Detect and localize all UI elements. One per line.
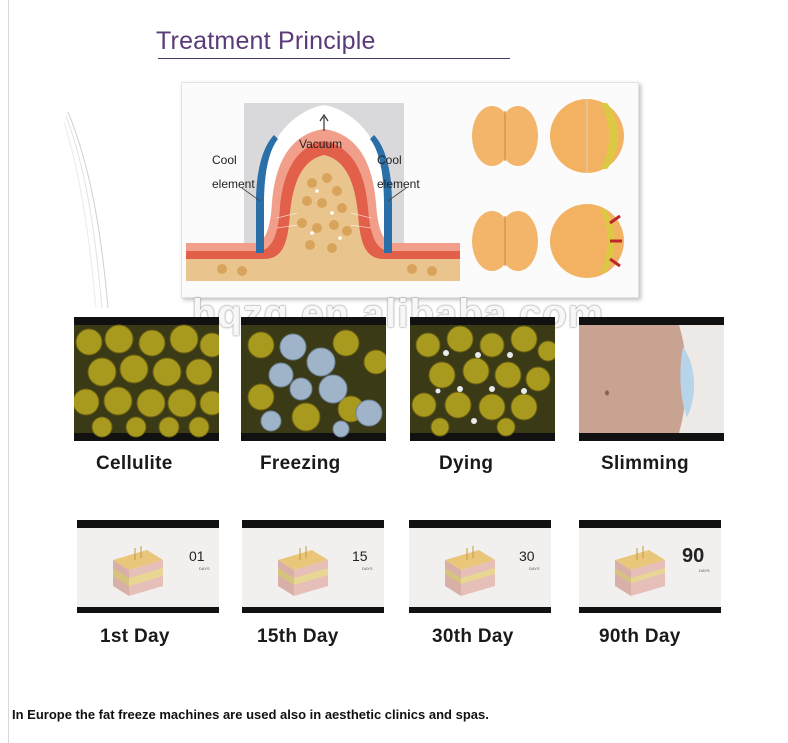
day-number: 90 [682, 545, 705, 567]
stage-image-slimming [579, 317, 724, 441]
cool-element-left-label-1: Cool [212, 153, 237, 167]
stage-label-freezing: Freezing [260, 453, 341, 474]
day-unit: DAYS [529, 566, 540, 571]
stage-label-slimming: Slimming [601, 453, 689, 474]
skin-block-icon [113, 546, 163, 596]
skin-block-icon [615, 546, 665, 596]
day-image-90: 90 DAYS [579, 520, 721, 613]
page-title: Treatment Principle [156, 27, 376, 55]
day-number: 30 [519, 548, 535, 564]
day-image-1: 01 DAYS [77, 520, 219, 613]
day-label-1: 1st Day [100, 626, 170, 647]
stage-image-freezing [241, 317, 386, 441]
page-border-line [8, 0, 9, 743]
day-unit: DAYS [199, 566, 210, 571]
day-unit: DAYS [362, 566, 373, 571]
title-underline [158, 58, 510, 59]
stage-image-cellulite [74, 317, 219, 441]
day-image-15: 15 DAYS [242, 520, 384, 613]
vacuum-label: Vacuum [299, 137, 343, 151]
treatment-diagram-panel: Vacuum Cool element Cool element [181, 82, 639, 298]
vacuum-diagram [186, 103, 460, 281]
decorative-swoosh [63, 111, 109, 309]
skin-block-icon [445, 546, 495, 596]
skin-block-icon [278, 546, 328, 596]
day-label-30: 30th Day [432, 626, 514, 647]
stage-image-dying [410, 317, 555, 441]
body-illustrations [472, 99, 624, 278]
stage-label-dying: Dying [439, 453, 494, 474]
cool-element-right-label-1: Cool [377, 153, 402, 167]
day-label-90: 90th Day [599, 626, 681, 647]
day-unit: DAYS [699, 568, 710, 573]
cool-element-left-label-2: element [212, 177, 255, 191]
day-label-15: 15th Day [257, 626, 339, 647]
cool-element-right-label-2: element [377, 177, 420, 191]
stage-label-cellulite: Cellulite [96, 453, 173, 474]
day-image-30: 30 DAYS [409, 520, 551, 613]
day-number: 15 [352, 548, 368, 564]
day-number: 01 [189, 548, 205, 564]
footer-text: In Europe the fat freeze machines are us… [12, 707, 489, 722]
